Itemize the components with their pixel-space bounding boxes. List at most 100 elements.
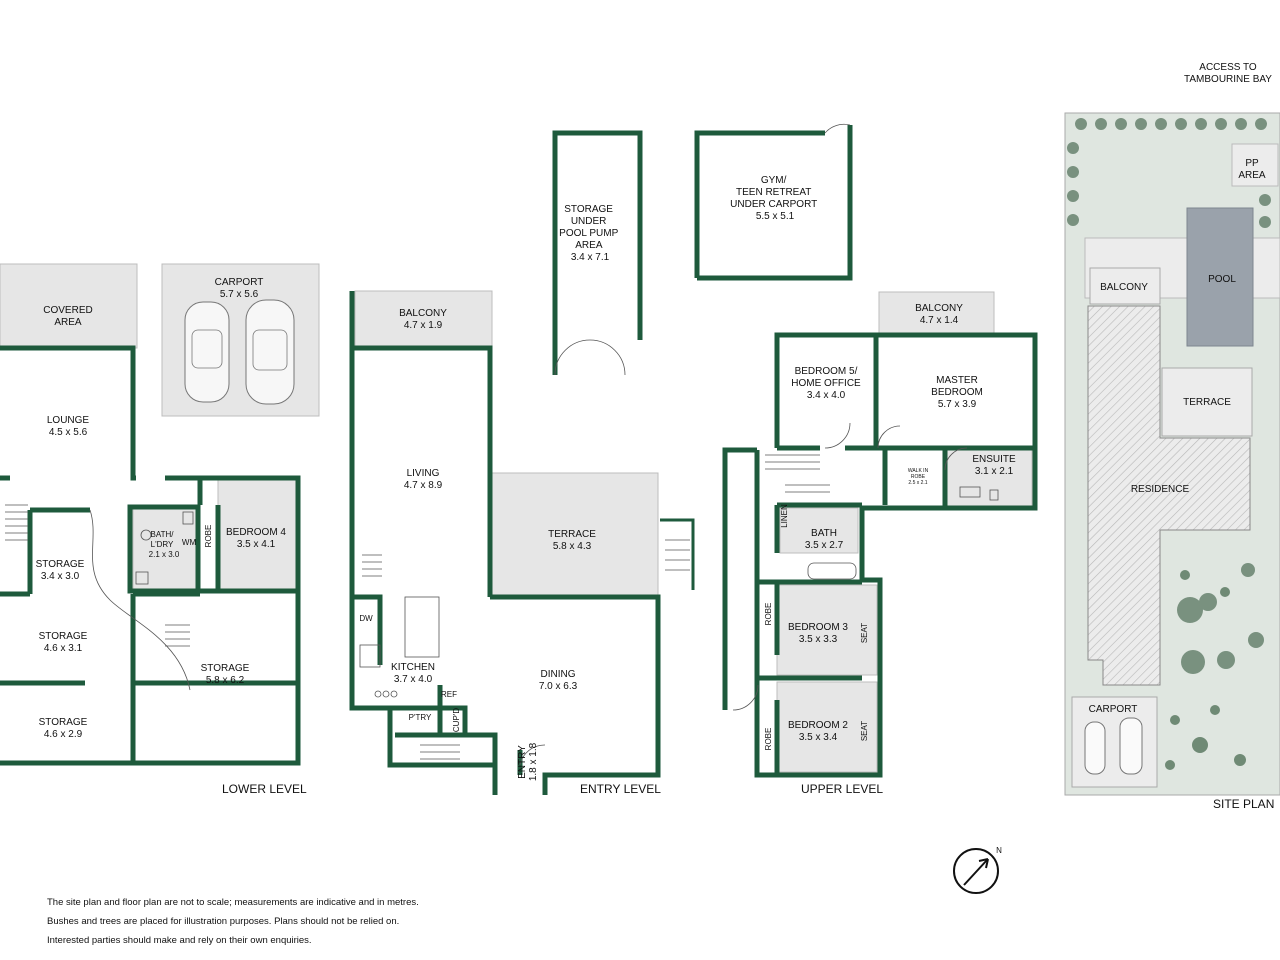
site-carport-label: CARPORT [1089,704,1138,715]
residence-shape [1087,305,1251,686]
lower-robe-label: ROBE [204,525,213,548]
toilet-icon [135,571,149,585]
pool-shape [1186,207,1254,347]
gym-wall [694,125,853,281]
site-terrace-shape [1161,367,1253,437]
entry-wall [352,594,383,665]
pump-storage-label: STORAGE UNDER POOL PUMP AREA 3.4 x 7.1 [559,204,621,263]
site-plan-title: SITE PLAN [1213,797,1274,811]
compass-icon: N [953,846,1002,894]
disclaimer-line: Bushes and trees are placed for illustra… [47,916,400,927]
cooktop-icon [359,644,381,668]
stove-burners-icon [374,690,398,698]
bedroom2-floor [776,681,878,773]
site-balcony-label: BALCONY [1100,282,1148,293]
pump-storage-wall [552,130,643,375]
lower-stairs [5,504,190,647]
basin-icon [140,529,152,541]
upper-wall [777,335,1035,451]
entry-wall [352,345,661,795]
entry-terrace [489,472,659,598]
washing-machine-label: WM [182,538,197,547]
lower-wall [27,507,90,594]
lower-wall [0,475,301,766]
linen-label: LINEN [780,504,789,528]
covered-area [0,263,138,349]
toilet-icon [989,489,999,501]
double-door [554,339,626,376]
lower-wall [0,345,136,481]
kitchen-island [404,596,440,658]
lower-level-title: LOWER LEVEL [222,782,307,796]
upper-wall [722,447,757,710]
lower-wall [0,591,298,763]
entry-wall [349,291,495,768]
upper-bath-floor [779,507,859,554]
terrace-stair-wall [660,518,695,590]
entry-door-swing [519,744,546,766]
upper-stairs [765,454,830,493]
bedroom4-floor [217,476,299,592]
lower-wall [198,505,298,594]
site-terrace-label: TERRACE [1183,397,1231,408]
upper-wall [757,502,862,775]
dishwasher-label: DW [359,614,373,623]
gym-door-swing [824,123,851,134]
entry-label: ENTRY1.8 x 1.8 [517,742,539,781]
disclaimer: The site plan and floor plan are not to … [47,893,419,950]
fridge-label: REF [441,690,457,699]
residence-label: RESIDENCE [1131,484,1190,495]
upper-level: GYM/ TEEN RETREAT UNDER CARPORT 5.5 x 5.… [694,123,1038,796]
compass-north-label: N [996,846,1002,855]
bath-laundry-floor [132,506,199,592]
cupboard-label: CUP'D [452,708,461,732]
seat-bedroom2-label: SEAT [860,721,869,741]
bedroom3-floor [776,584,878,676]
pool-label: POOL [1208,274,1236,285]
entry-level: STORAGE UNDER POOL PUMP AREA 3.4 x 7.1 B… [349,130,695,796]
car-icon [1084,717,1143,775]
gym-label: GYM/ TEEN RETREAT UNDER CARPORT 5.5 x 5.… [730,175,820,222]
entry-level-title: ENTRY LEVEL [580,782,661,796]
upper-wall [754,332,1038,778]
seat-bedroom3-label: SEAT [860,623,869,643]
entry-wall [390,685,498,795]
upper-wall [882,448,948,508]
site-balcony-shape [1089,267,1161,305]
disclaimer-line: Interested parties should make and rely … [47,935,312,946]
upper-door-swings [732,422,968,711]
disclaimer-line: The site plan and floor plan are not to … [47,897,419,908]
rock-outline [89,509,191,691]
vanity-icon [959,486,981,498]
car-icon [184,301,230,403]
sink-icon [182,511,194,525]
bathtub-icon [807,562,857,580]
robe-bedroom3-label: ROBE [764,603,773,626]
upper-level-title: UPPER LEVEL [801,782,883,796]
